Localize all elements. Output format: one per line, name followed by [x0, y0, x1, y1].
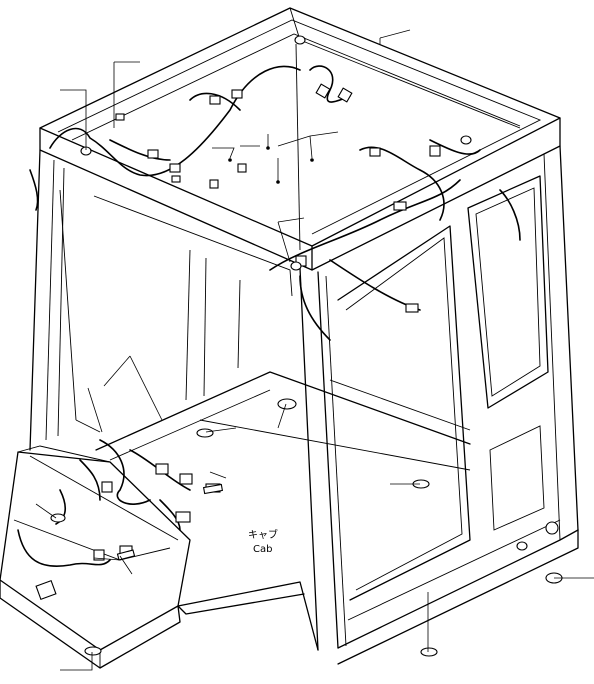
leader-lines [35, 29, 594, 671]
console-wiring-harness [17, 439, 221, 567]
cab-frame [29, 43, 579, 665]
roof-wiring-harness [29, 65, 521, 341]
bolts [116, 483, 224, 561]
cab-label: キャブ Cab [248, 528, 278, 555]
grommets [50, 35, 563, 657]
cab-label-en: Cab [253, 544, 272, 555]
cab-label-jp: キャブ [248, 528, 278, 541]
front-console [0, 445, 191, 669]
